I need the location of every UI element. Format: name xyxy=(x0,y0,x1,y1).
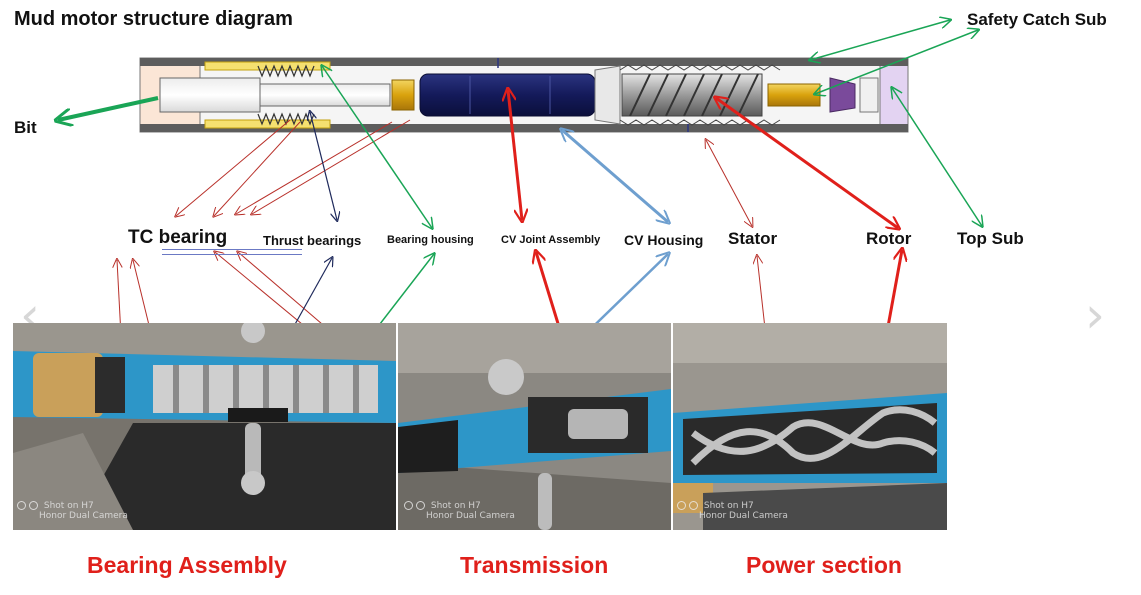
label-cv-housing: CV Housing xyxy=(624,232,704,248)
carousel-next-icon[interactable]: › xyxy=(1085,286,1105,344)
safety-catch-arrow-1 xyxy=(810,20,950,60)
bearing-housing-arrow xyxy=(322,66,432,228)
label-cv-joint-assembly: CV Joint Assembly xyxy=(501,234,601,246)
camera-icon xyxy=(416,501,425,510)
diagram-title: Mud motor structure diagram xyxy=(14,8,293,30)
section-bearing-assembly: Bearing Assembly xyxy=(87,552,287,578)
label-stator: Stator xyxy=(728,229,778,248)
watermark-2: Shot on H7 Honor Dual Camera xyxy=(404,501,515,522)
watermark-line1: Shot on H7 xyxy=(43,501,94,511)
camera-icon xyxy=(17,501,26,510)
tc-bearing-underline xyxy=(162,249,302,255)
watermark-line2: Honor Dual Camera xyxy=(426,511,515,522)
top-sub-arrow xyxy=(892,88,982,226)
label-tc-bearing: TC bearing xyxy=(128,227,228,248)
watermark-line1: Shot on H7 xyxy=(703,501,754,511)
watermark-line2: Honor Dual Camera xyxy=(699,511,788,522)
rotor-arrow xyxy=(716,98,898,228)
watermark-1: Shot on H7 Honor Dual Camera xyxy=(17,501,128,522)
label-rotor: Rotor xyxy=(866,229,912,248)
transmission-photo: Shot on H7 Honor Dual Camera xyxy=(398,323,671,530)
watermark-line1: Shot on H7 xyxy=(430,501,481,511)
camera-icon xyxy=(677,501,686,510)
section-transmission: Transmission xyxy=(460,552,609,578)
watermark-line2: Honor Dual Camera xyxy=(39,511,128,522)
bearing-assembly-photo: Shot on H7 Honor Dual Camera xyxy=(13,323,396,530)
power-section-photo: Shot on H7 Honor Dual Camera xyxy=(673,323,947,530)
watermark-3: Shot on H7 Honor Dual Camera xyxy=(677,501,788,522)
camera-icon xyxy=(404,501,413,510)
label-bit: Bit xyxy=(14,118,37,137)
cv-joint-arrow xyxy=(508,90,522,220)
bit-arrow xyxy=(58,96,159,120)
stator-arrow xyxy=(706,140,752,226)
camera-icon xyxy=(689,501,698,510)
label-safety-catch-sub: Safety Catch Sub xyxy=(967,10,1107,29)
label-bearing-housing: Bearing housing xyxy=(387,234,474,246)
label-thrust-bearings: Thrust bearings xyxy=(263,233,362,248)
safety-catch-arrow-2 xyxy=(815,30,978,94)
cv-housing-arrow xyxy=(562,130,668,222)
section-power-section: Power section xyxy=(746,552,902,578)
camera-icon xyxy=(29,501,38,510)
label-top-sub: Top Sub xyxy=(957,229,1024,248)
